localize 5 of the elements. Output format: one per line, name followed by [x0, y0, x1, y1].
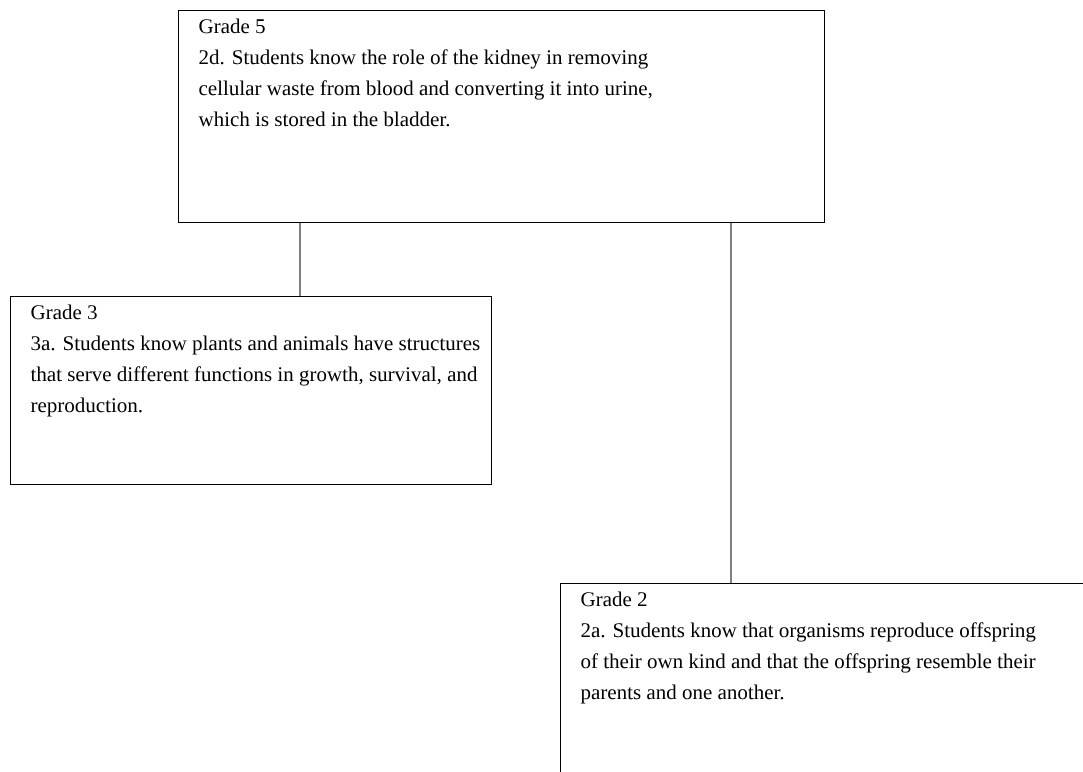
text-box: Grade 5 2d. Students know the role of the kidney in removing cellular waste from blood and converting it into urine, which is stored in the bladder.	[178, 10, 825, 223]
connector-line	[299, 222, 301, 297]
connector-line	[730, 222, 732, 584]
text-box: Grade 2 2a. Students know that organisms reproduce offspring of their own kind and that the offspring resemble their parents and one another.	[560, 583, 1083, 772]
text-box: Grade 3 3a. Students know plants and animals have structures that serve different functions in growth, survival, and reproduction.	[10, 296, 492, 485]
